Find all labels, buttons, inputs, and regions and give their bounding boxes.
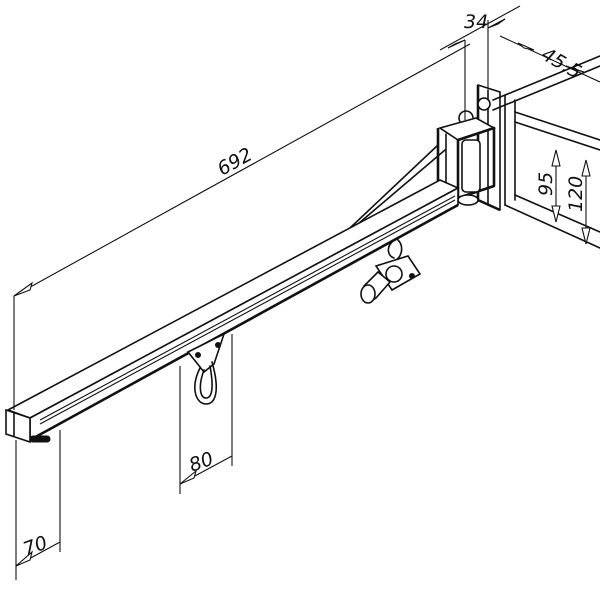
dimension-pivot-offset: 34 [439,5,521,88]
wall-plate [476,55,600,249]
jib-arm [5,179,460,444]
dimension-label: 692 [214,144,256,181]
trolley [360,239,422,304]
dimension-label: 34 [464,11,488,33]
dimension-label: 45,5 [538,43,586,83]
shackle [186,332,226,405]
dimension-plate-heights: 95 120 [535,149,591,245]
dimension-label: 95 [535,172,557,196]
dimension-label: 70 [20,532,50,561]
dimension-end-offset: 70 [15,430,61,580]
dimension-label: 120 [565,176,587,212]
dimension-label: 80 [186,448,216,477]
